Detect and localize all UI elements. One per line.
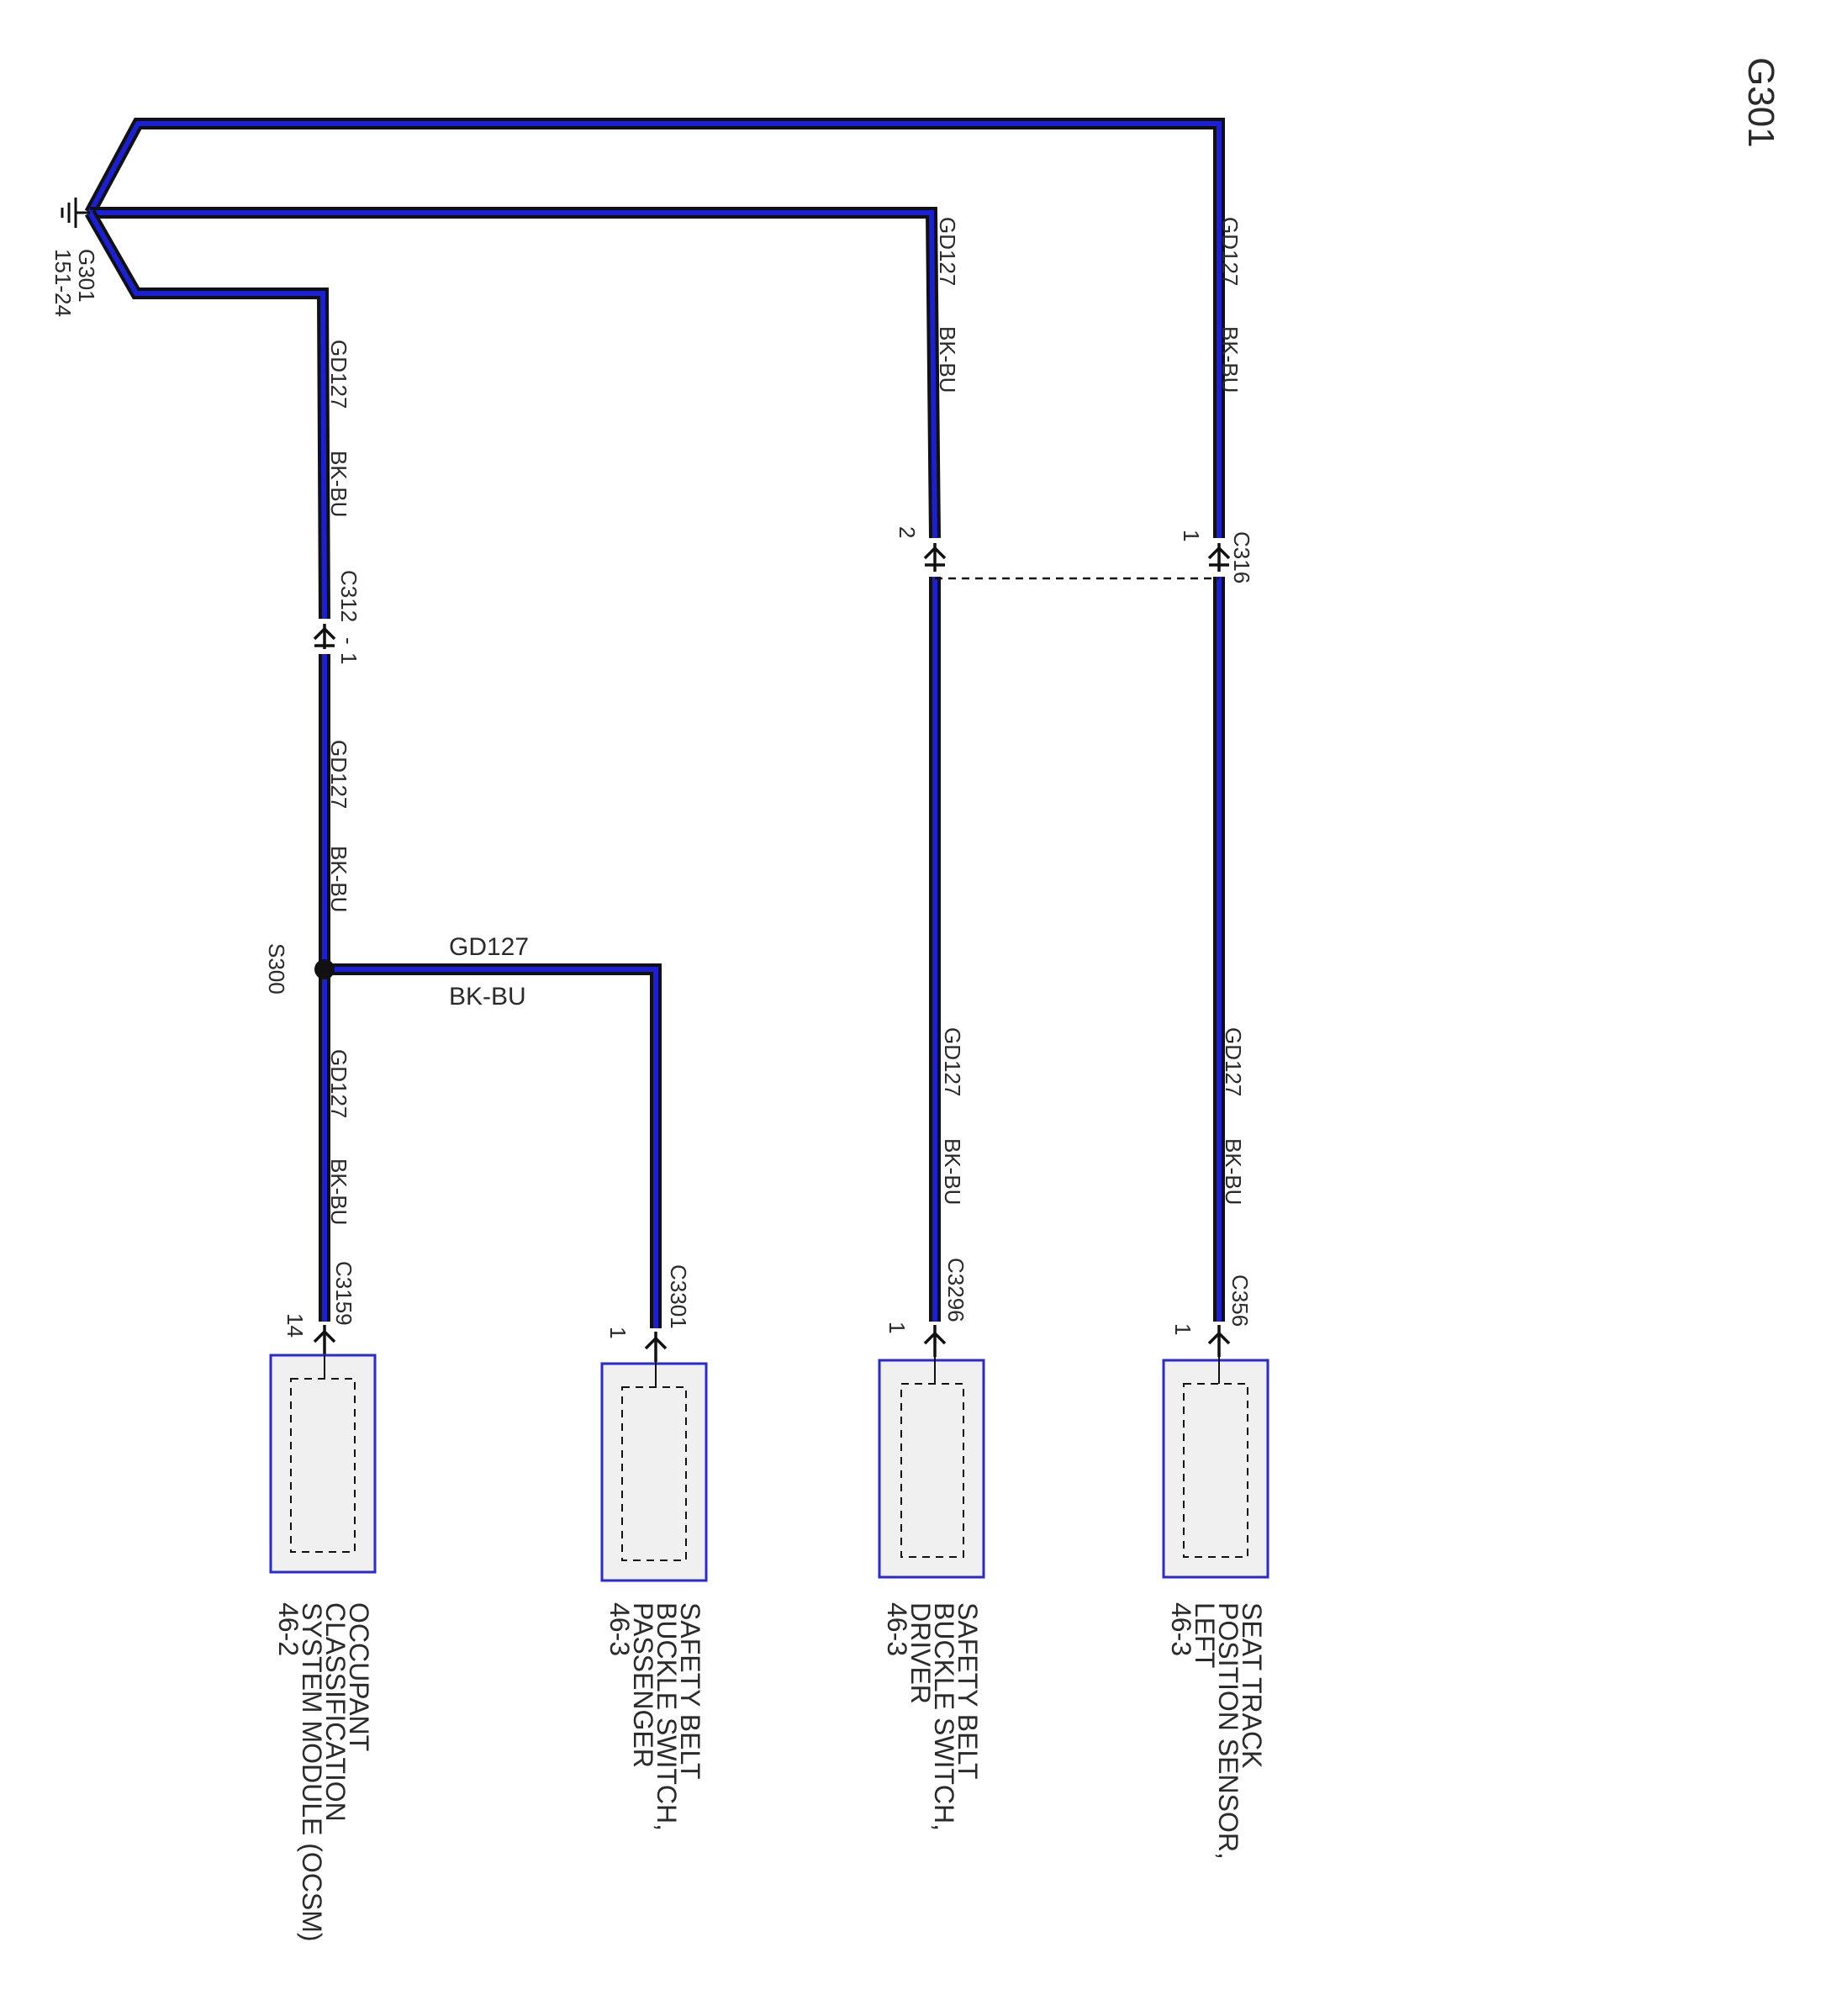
component-label-line: 46-3 (882, 1602, 912, 1656)
component-box-driver-buckle[interactable] (878, 1357, 985, 1579)
ground-ref-label: 151-24 (50, 249, 76, 317)
connector-c3159-pin: 14 (282, 1313, 308, 1338)
wire-color-label: BK-BU (1217, 326, 1243, 393)
connector-c316-pin-b: 2 (895, 526, 920, 538)
wire-color-label: BK-BU (326, 451, 351, 517)
component-box-seat-track-sensor[interactable] (1162, 1357, 1269, 1579)
wire-code-label: GD127 (449, 933, 529, 961)
component-box-passenger-buckle[interactable] (600, 1362, 708, 1582)
wire-code-label: GD127 (326, 340, 351, 409)
connector-c356-label: C356 (1227, 1275, 1253, 1327)
wire-color-label: BK-BU (449, 983, 526, 1011)
wire-code-label: GD127 (326, 740, 351, 809)
connector-c312-pin: 1 (336, 652, 362, 664)
page-title: G301 (1740, 57, 1781, 148)
wire-code-label: GD127 (935, 217, 960, 286)
wire-color-label: BK-BU (326, 846, 351, 912)
wire-color-label: BK-BU (326, 1158, 351, 1225)
connector-c3301-symbol (644, 1332, 668, 1362)
wire-code-label: GD127 (1217, 217, 1243, 286)
connector-c356-pin: 1 (1170, 1323, 1196, 1335)
connector-c316-pin-a: 1 (1179, 530, 1204, 541)
wire-code-label: GD127 (326, 1049, 351, 1118)
wire-mid-branch (90, 207, 941, 539)
wire-s300-to-c3301 (325, 963, 662, 1328)
splice-dot (314, 959, 335, 979)
connector-c3301-label: C3301 (666, 1264, 691, 1329)
component-label-line: SEAT TRACK (1237, 1602, 1267, 1768)
connector-c356-symbol (1207, 1325, 1231, 1357)
connector-c3296-label: C3296 (943, 1258, 969, 1322)
component-box-ocsm[interactable] (269, 1354, 377, 1574)
component-label-line: BUCKLE SWITCH, (929, 1602, 959, 1831)
ground-symbol (61, 198, 90, 228)
component-label-ocsm: OCCUPANT CLASSIFICATION SYSTEM MODULE (O… (273, 1602, 374, 1942)
component-label-line: POSITION SENSOR, (1213, 1602, 1243, 1860)
component-label-line: OCCUPANT (344, 1602, 374, 1751)
ground-id-label: G301 (74, 249, 99, 303)
wire-color-label: BK-BU (940, 1138, 965, 1205)
component-label-driver-buckle: SAFETY BELT BUCKLE SWITCH, DRIVER 46-3 (882, 1602, 983, 1831)
wire-top-loop (84, 118, 1225, 538)
connector-c312-label: C312 (336, 570, 362, 622)
connector-c3296-symbol (923, 1325, 947, 1357)
connector-c316-label: C316 (1229, 531, 1254, 583)
connector-c3159-label: C3159 (331, 1261, 356, 1326)
splice-label: S300 (264, 943, 289, 995)
component-label-line: 46-3 (1166, 1602, 1196, 1656)
wire-color-label: BK-BU (935, 326, 960, 393)
component-label-line: BUCKLE SWITCH, (652, 1602, 682, 1831)
component-label-line: 46-3 (604, 1602, 635, 1656)
wire-code-label: GD127 (940, 1027, 965, 1096)
connector-c3159-symbol (313, 1325, 336, 1355)
connector-c3296-pin: 1 (884, 1322, 910, 1333)
connector-c312-dash: - (336, 637, 362, 645)
connector-c316-pin2-symbol (923, 543, 947, 572)
connector-c3301-pin: 1 (605, 1327, 631, 1338)
component-label-line: PASSENGER (628, 1602, 658, 1768)
wire-left-branch (84, 209, 330, 620)
wire-color-label: BK-BU (1221, 1138, 1246, 1205)
component-label-line: SAFETY BELT (953, 1602, 983, 1779)
component-label-seat-track-sensor: SEAT TRACK POSITION SENSOR, LEFT 46-3 (1166, 1602, 1267, 1860)
component-label-passenger-buckle: SAFETY BELT BUCKLE SWITCH, PASSENGER 46-… (604, 1602, 705, 1831)
wire-code-label: GD127 (1221, 1027, 1246, 1096)
connector-c316-pin1-symbol (1207, 543, 1231, 572)
component-label-line: DRIVER (905, 1602, 936, 1704)
component-label-line: SAFETY BELT (675, 1602, 705, 1779)
component-label-line: SYSTEM MODULE (OCSM) (297, 1602, 327, 1942)
component-label-line: CLASSIFICATION (320, 1602, 351, 1822)
component-label-line: 46-2 (273, 1602, 304, 1656)
component-label-line: LEFT (1190, 1602, 1220, 1668)
connector-c312-symbol (313, 624, 336, 649)
